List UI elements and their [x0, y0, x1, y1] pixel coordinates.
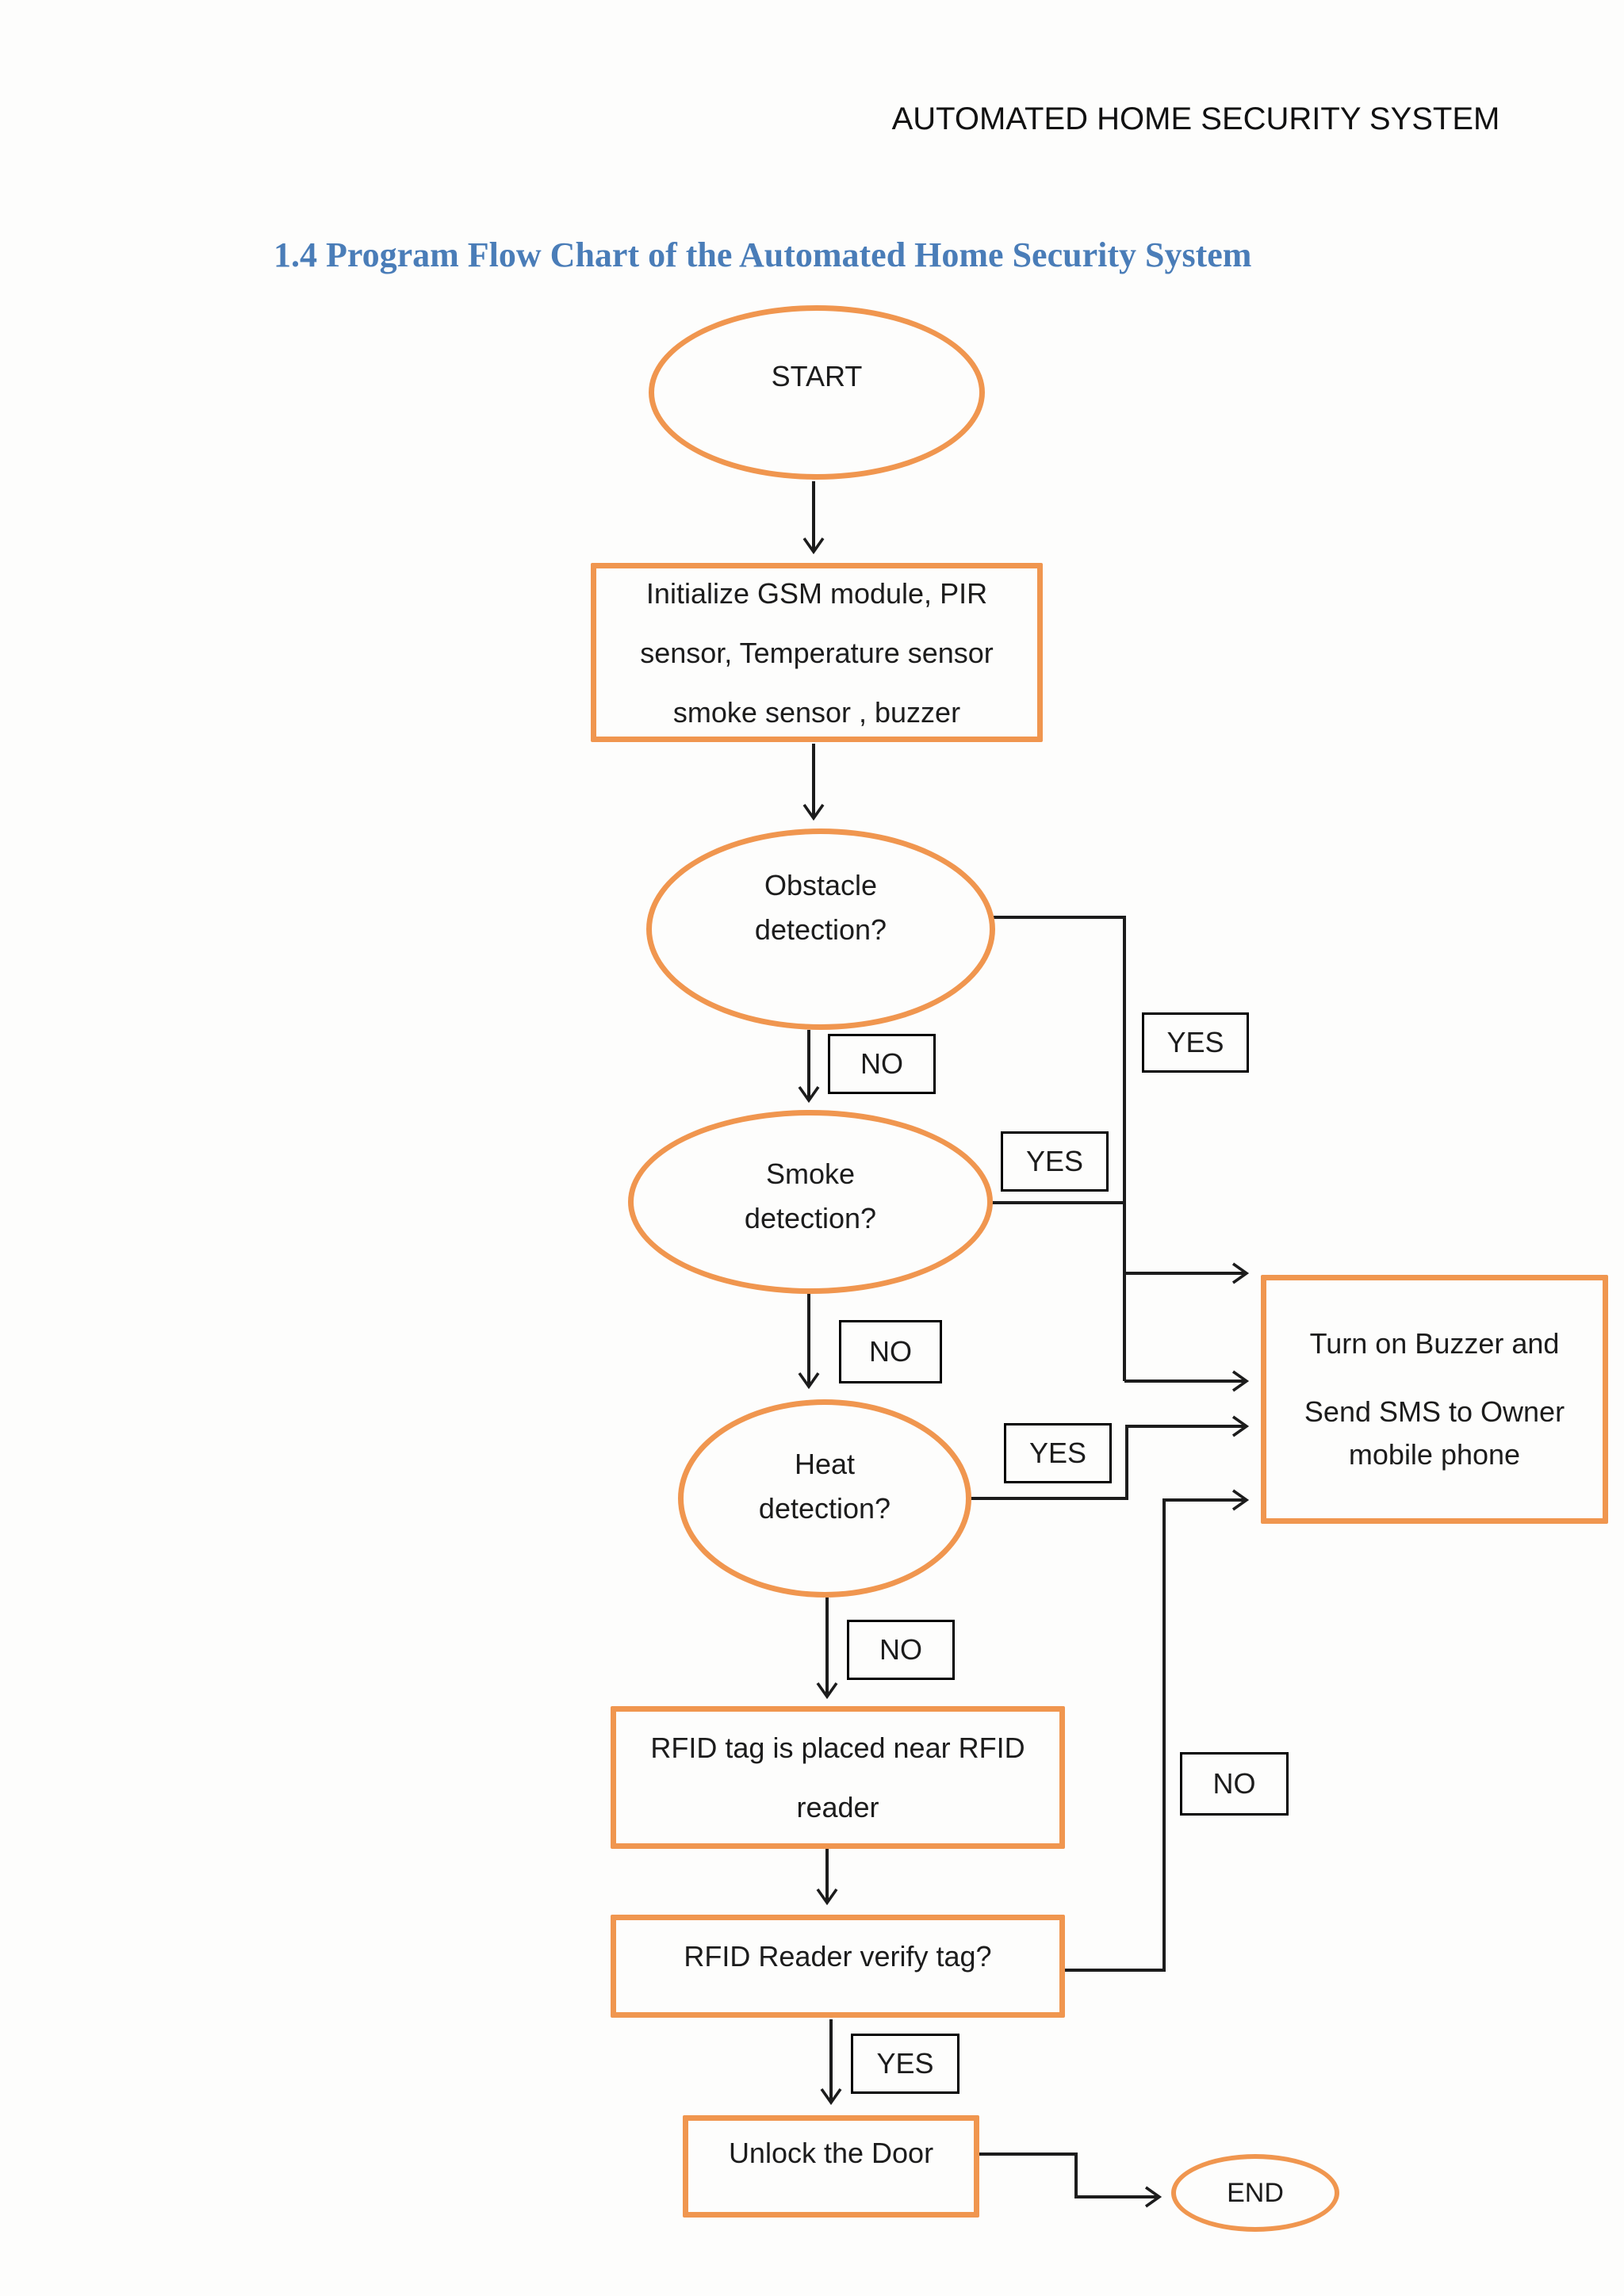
flowchart-node-buzzer-sms: Turn on Buzzer and Send SMS to Owner mob… [1261, 1275, 1608, 1524]
flowchart-node-smoke-detection: Smoke detection? [628, 1110, 993, 1294]
node-label: END [1227, 2178, 1284, 2208]
node-line: Turn on Buzzer and [1309, 1327, 1560, 1360]
node-line: Obstacle [764, 868, 878, 901]
edge-label-text: NO [860, 1047, 903, 1080]
edge-label-text: NO [869, 1335, 912, 1368]
edge-label-heat-yes: YES [1004, 1423, 1112, 1483]
node-line: Smoke [765, 1158, 856, 1190]
flowchart-node-initialize: Initialize GSM module, PIR sensor, Tempe… [591, 563, 1043, 742]
flowchart-node-rfid-tag: RFID tag is placed near RFID reader [611, 1706, 1065, 1849]
edge-label-text: YES [876, 2047, 934, 2080]
node-line: Send SMS to Owner [1304, 1395, 1565, 1428]
edge-label-verify-no: NO [1180, 1752, 1289, 1816]
node-line: detection? [754, 913, 887, 946]
node-line: sensor, Temperature sensor [640, 636, 994, 669]
edge-label-smoke-no: NO [839, 1320, 942, 1383]
edge-label-text: YES [1166, 1026, 1224, 1058]
edge-label-obstacle-yes: YES [1142, 1012, 1249, 1073]
node-line: detection? [758, 1492, 891, 1525]
node-label: Unlock the Door [728, 2136, 934, 2169]
edge-unlock-end [979, 2152, 1162, 2208]
edge-label-smoke-yes: YES [1001, 1131, 1109, 1192]
flowchart-node-heat-detection: Heat detection? [678, 1399, 971, 1598]
edge-label-text: YES [1025, 1145, 1084, 1177]
node-line: Heat [794, 1448, 856, 1480]
flowchart-node-rfid-verify: RFID Reader verify tag? [611, 1915, 1065, 2018]
node-label: START [771, 360, 863, 392]
node-line: Initialize GSM module, PIR [645, 576, 988, 610]
flowchart-node-start: START [649, 305, 985, 480]
flowchart-node-obstacle-detection: Obstacle detection? [646, 828, 995, 1030]
page-header: AUTOMATED HOME SECURITY SYSTEM [891, 101, 1500, 136]
node-line: mobile phone [1348, 1438, 1521, 1471]
node-label: RFID Reader verify tag? [684, 1940, 992, 1973]
edge-label-verify-yes: YES [851, 2034, 959, 2094]
node-line: detection? [744, 1202, 877, 1234]
edge-label-text: YES [1028, 1437, 1087, 1469]
node-line: reader [796, 1791, 879, 1823]
edge-label-text: NO [1212, 1767, 1256, 1800]
edge-label-text: NO [879, 1633, 922, 1666]
flowchart-node-unlock-door: Unlock the Door [683, 2115, 979, 2218]
page-title: 1.4 Program Flow Chart of the Automated … [274, 235, 1252, 274]
edge-label-obstacle-no: NO [828, 1034, 936, 1094]
node-line: RFID tag is placed near RFID [650, 1732, 1025, 1764]
node-line: smoke sensor , buzzer [672, 695, 961, 729]
edge-label-heat-no: NO [847, 1620, 955, 1680]
edge-verify-no-line [1065, 1489, 1250, 1972]
flowchart-node-end: END [1171, 2154, 1339, 2232]
